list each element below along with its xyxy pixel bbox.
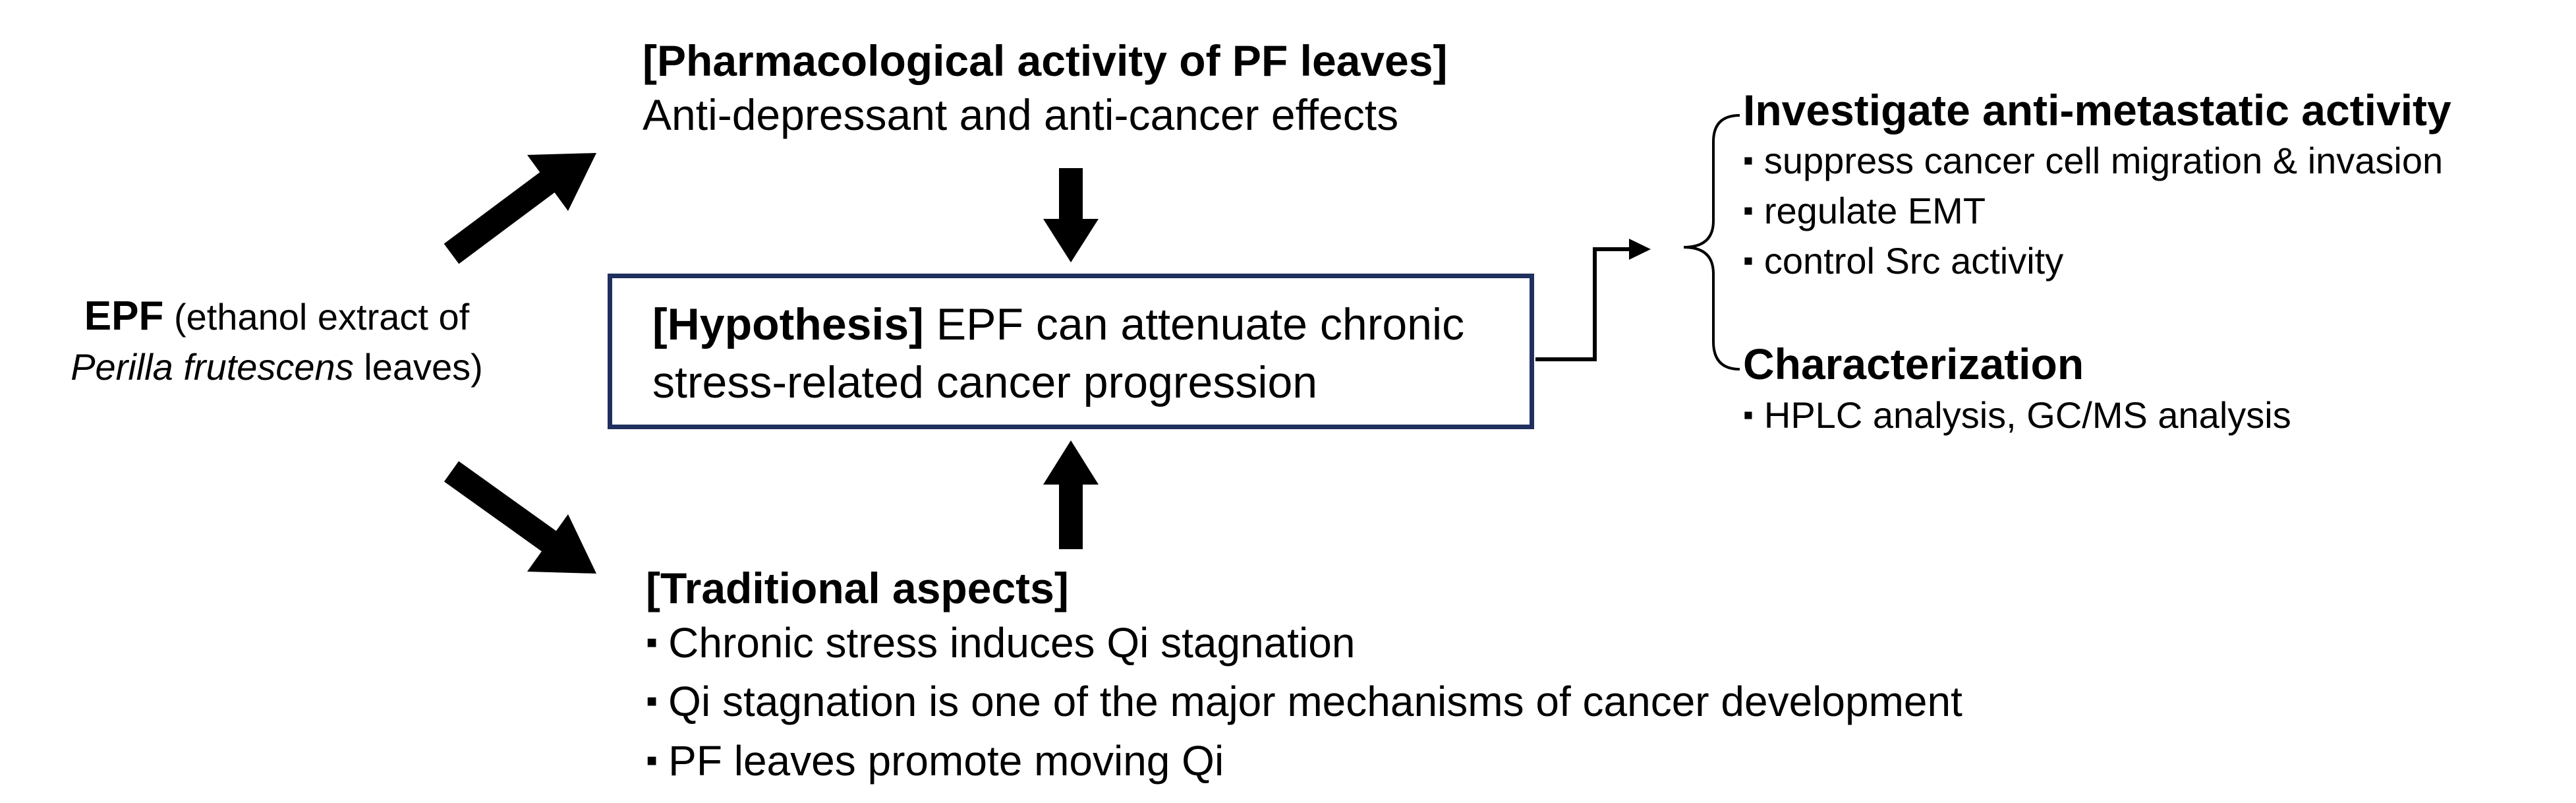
pharmacological-block: [Pharmacological activity of PF leaves] … <box>643 36 1447 140</box>
bullet-icon: ▪ <box>1743 143 1754 177</box>
investigate-block: Investigate anti-metastatic activity ▪ su… <box>1743 86 2451 286</box>
characterization-item-text: HPLC analysis, GC/MS analysis <box>1763 394 2291 436</box>
hypothesis-line1: EPF can attenuate chronic <box>936 299 1465 349</box>
outcomes-brace <box>1683 114 1740 371</box>
pharmacological-title: [Pharmacological activity of PF leaves] <box>643 36 1448 85</box>
characterization-item: ▪ HPLC analysis, GC/MS analysis <box>1743 390 2291 441</box>
traditional-item: ▪ PF leaves promote moving Qi <box>646 732 1962 791</box>
traditional-title: [Traditional aspects] <box>646 564 1069 612</box>
bullet-icon: ▪ <box>646 682 658 720</box>
hypothesis-line2: stress-related cancer progression <box>652 357 1318 408</box>
epf-species-name: Perilla frutescens <box>71 345 354 388</box>
epf-abbreviation: EPF <box>84 293 164 339</box>
bullet-icon: ▪ <box>1743 243 1754 277</box>
epf-description-part1: (ethanol extract of <box>173 296 470 338</box>
arrow-to-pharmacological <box>444 153 596 264</box>
traditional-item: ▪ Qi stagnation is one of the major mecha… <box>646 672 1962 732</box>
epf-description-part2: leaves) <box>364 345 483 388</box>
epf-source-label: EPF (ethanol extract of Perilla frutesce… <box>33 290 521 391</box>
traditional-item-text: PF leaves promote moving Qi <box>668 737 1224 785</box>
hypothesis-box <box>608 274 1534 429</box>
bullet-icon: ▪ <box>1743 193 1754 227</box>
arrow-hypothesis-to-outcomes <box>1535 239 1651 361</box>
investigate-item: ▪ suppress cancer cell migration & invasi… <box>1743 136 2451 186</box>
hypothesis-text: [Hypothesis] EPF can attenuate chronic s… <box>652 295 1464 412</box>
traditional-item-text: Qi stagnation is one of the major mechan… <box>668 678 1962 726</box>
bullet-icon: ▪ <box>646 622 658 661</box>
pharmacological-description: Anti-depressant and anti-cancer effects <box>643 90 1399 139</box>
traditional-block: [Traditional aspects] ▪ Chronic stress in… <box>646 564 1962 791</box>
investigate-title: Investigate anti-metastatic activity <box>1743 86 2451 134</box>
arrow-pharm-to-hypothesis <box>1043 168 1099 262</box>
bullet-icon: ▪ <box>646 740 658 779</box>
arrow-to-traditional <box>444 461 596 574</box>
investigate-item-text: regulate EMT <box>1763 190 1986 232</box>
characterization-title: Characterization <box>1743 340 2084 388</box>
arrow-trad-to-hypothesis <box>1043 440 1099 549</box>
characterization-block: Characterization ▪ HPLC analysis, GC/MS a… <box>1743 340 2291 441</box>
traditional-item-text: Chronic stress induces Qi stagnation <box>668 618 1356 667</box>
bullet-icon: ▪ <box>1743 398 1754 431</box>
investigate-item-text: control Src activity <box>1763 240 2064 282</box>
investigate-item: ▪ control Src activity <box>1743 236 2451 286</box>
investigate-item: ▪ regulate EMT <box>1743 186 2451 236</box>
investigate-item-text: suppress cancer cell migration & invasio… <box>1763 139 2444 181</box>
hypothesis-label: [Hypothesis] <box>652 299 924 349</box>
traditional-item: ▪ Chronic stress induces Qi stagnation <box>646 614 1962 673</box>
